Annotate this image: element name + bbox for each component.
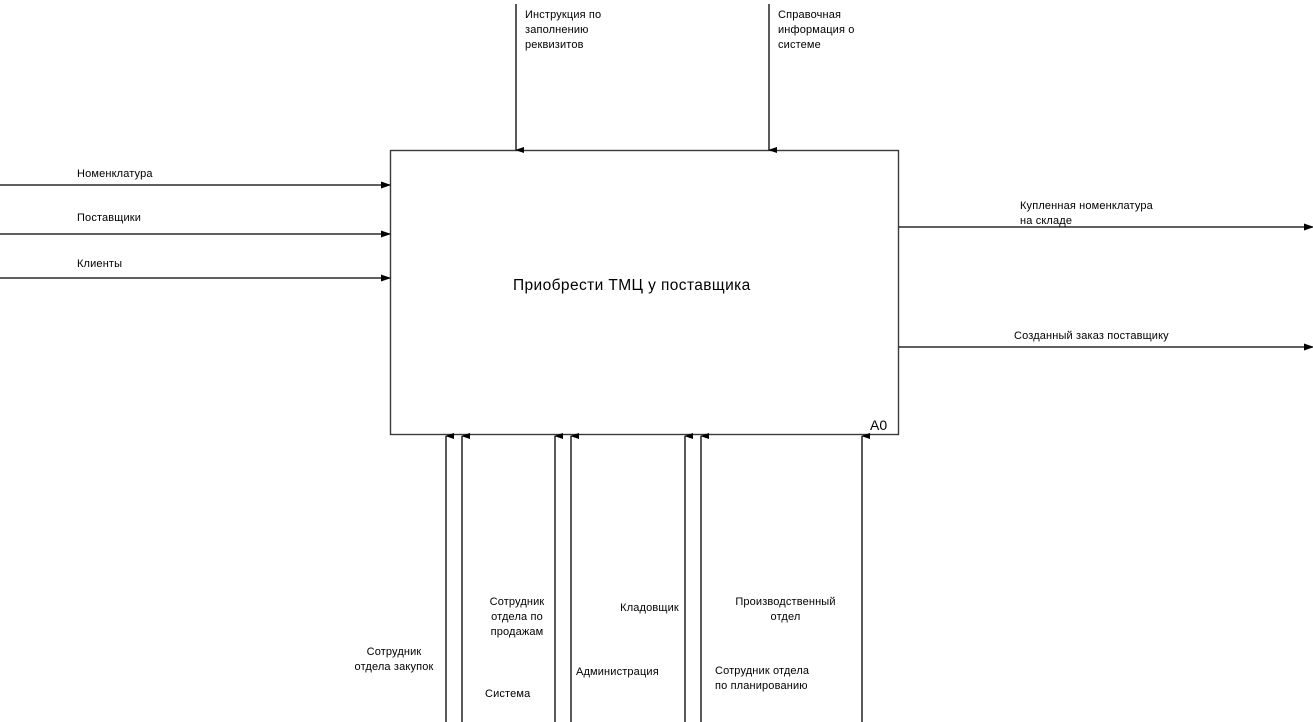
mechanism-label-2: Сотрудник отдела по продажам xyxy=(489,596,545,638)
input-label-3: Клиенты xyxy=(77,258,123,270)
mechanism-label-3: Система xyxy=(485,688,531,700)
input-label-2: Поставщики xyxy=(77,212,142,224)
mechanism-label-7: Сотрудник отдела по планированию xyxy=(715,665,810,692)
mechanism-label-6: Производственный отдел xyxy=(735,596,836,623)
activity-box[interactable] xyxy=(389,149,900,436)
output-label-1: Купленная номенклатура на складе xyxy=(1020,200,1153,227)
mechanism-label-1: Сотрудник отдела закупок xyxy=(354,646,434,673)
mechanism-label-5: Администрация xyxy=(576,666,659,678)
input-label-1: Номенклатура xyxy=(77,168,153,180)
control-label-2: Справочная информация о системе xyxy=(778,9,855,51)
activity-node-tag: A0 xyxy=(870,417,888,433)
mechanism-label-4: Кладовщик xyxy=(620,602,679,614)
control-label-1: Инструкция по заполнению реквизитов xyxy=(525,9,602,51)
activity-title: Приобрести ТМЦ у поставщика xyxy=(513,277,751,294)
output-label-2: Созданный заказ поставщику xyxy=(1014,330,1169,342)
